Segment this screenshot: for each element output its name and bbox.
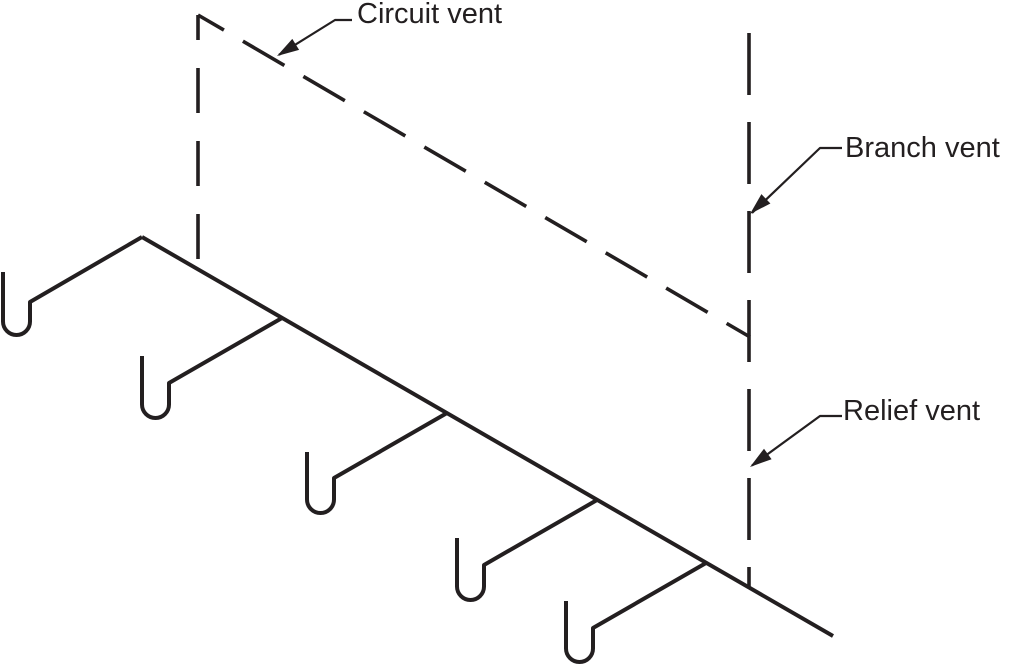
label-relief-vent: Relief vent bbox=[843, 395, 981, 427]
leader-arrows-group bbox=[277, 18, 842, 467]
fixture-trap-1 bbox=[1, 235, 144, 337]
horizontal-branch-drain bbox=[140, 235, 835, 638]
branch-vent-leader-arrowhead-icon bbox=[750, 194, 771, 214]
label-circuit-vent: Circuit vent bbox=[357, 0, 503, 30]
circuit-vent-horizontal-run bbox=[197, 13, 751, 339]
relief-vent-leader-arrowhead-icon bbox=[750, 448, 772, 467]
label-branch-vent: Branch vent bbox=[845, 132, 1000, 164]
circuit-vent-leader-arrowhead-icon bbox=[277, 38, 300, 56]
branch-vent-leader bbox=[751, 146, 842, 214]
fixture-trap-3 bbox=[305, 411, 448, 515]
fixture-trap-2 bbox=[140, 316, 283, 420]
vent-lines-group bbox=[1, 13, 835, 664]
fixture-trap-5 bbox=[564, 561, 707, 664]
fixture-trap-4 bbox=[455, 498, 598, 602]
circuit-vent-leader bbox=[278, 18, 352, 56]
relief-vent-leader bbox=[751, 414, 842, 467]
